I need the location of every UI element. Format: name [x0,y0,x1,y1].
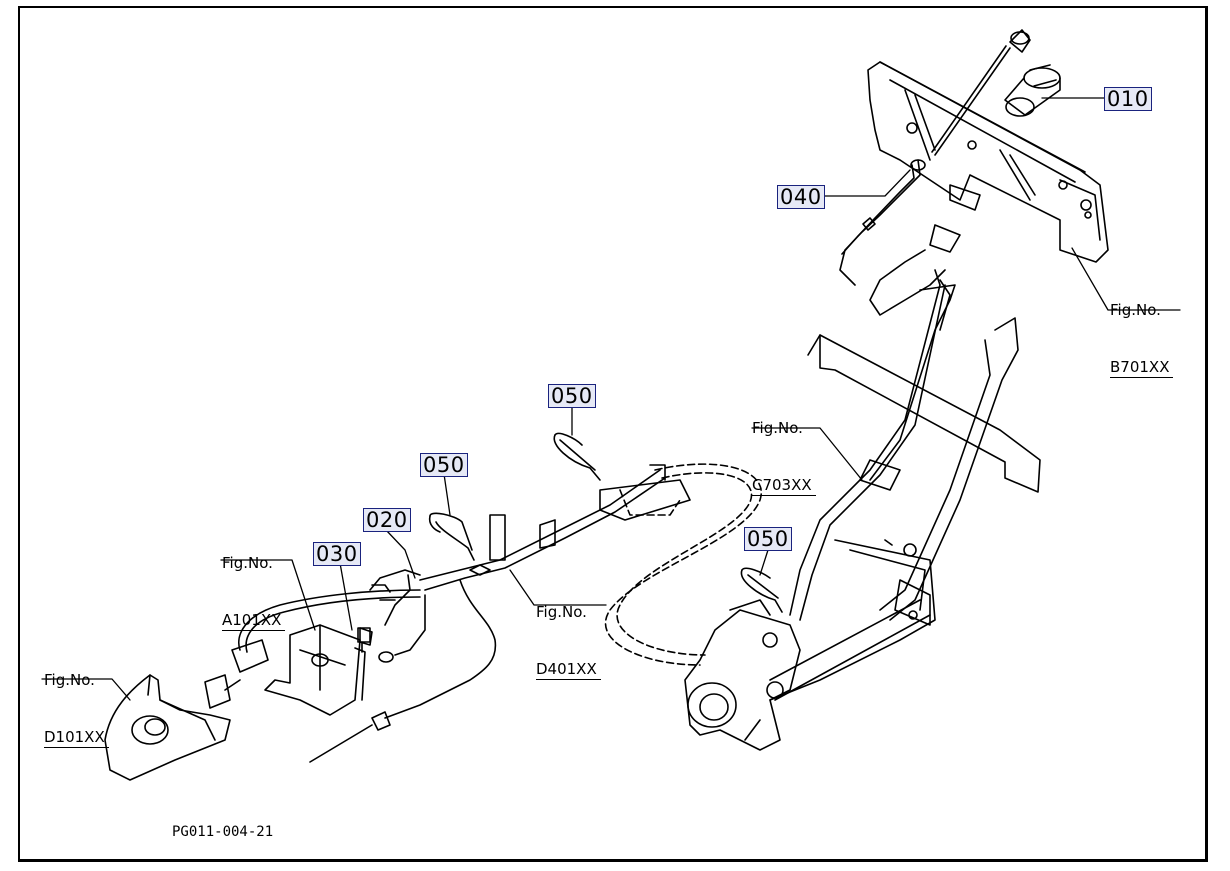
fig-ref-b701-line1: Fig.No. [1110,301,1161,319]
fig-ref-a101[interactable]: Fig.No. A101XX [222,516,286,650]
routing-path-dashed [604,463,763,666]
callout-020[interactable]: 020 [363,508,411,532]
leader-lines [41,97,1181,701]
cable-a101 [238,589,421,653]
fig-ref-d401[interactable]: Fig.No. D401XX [536,565,601,699]
callout-030[interactable]: 030 [313,542,361,566]
drawing-frame [18,6,1208,862]
harness-upper [789,224,961,621]
callout-050-c[interactable]: 050 [744,527,792,551]
fig-ref-a101-line2: A101XX [222,611,286,631]
callout-010[interactable]: 010 [1104,87,1152,111]
cable-040 [839,159,926,286]
cable-tie-050-c [740,567,783,613]
switch-010 [1004,64,1061,117]
fig-ref-d101-line2: D101XX [44,728,109,748]
fig-ref-a101-line1: Fig.No. [222,554,273,572]
harness-main [309,464,691,763]
callout-050-b[interactable]: 050 [548,384,596,408]
lamp-d101 [104,674,231,781]
front-axle-housing [684,599,801,751]
cable-tie-050-a [428,512,475,561]
bracket-a101 [264,624,373,716]
fig-ref-b701[interactable]: Fig.No. B701XX [1110,263,1174,397]
fig-ref-c703-line1: Fig.No. [752,419,803,437]
fig-ref-c703[interactable]: Fig.No. C703XX [752,381,816,515]
callout-040[interactable]: 040 [777,185,825,209]
callout-050-a[interactable]: 050 [420,453,468,477]
upper-panel-bracket [867,61,1109,263]
drawing-number: PG011-004-21 [172,824,274,840]
knob-rod [931,29,1031,156]
fig-ref-c703-line2: C703XX [752,476,816,496]
bolt-030 [357,627,371,653]
fig-ref-d401-line1: Fig.No. [536,603,587,621]
fig-ref-b701-line2: B701XX [1110,358,1174,378]
connector-a101 [204,639,269,709]
cable-tie-050-b [553,432,601,481]
fig-ref-d401-line2: D401XX [536,660,601,680]
main-frame [769,284,1041,701]
fig-ref-d101[interactable]: Fig.No. D101XX [44,633,109,767]
fig-ref-d101-line1: Fig.No. [44,671,95,689]
